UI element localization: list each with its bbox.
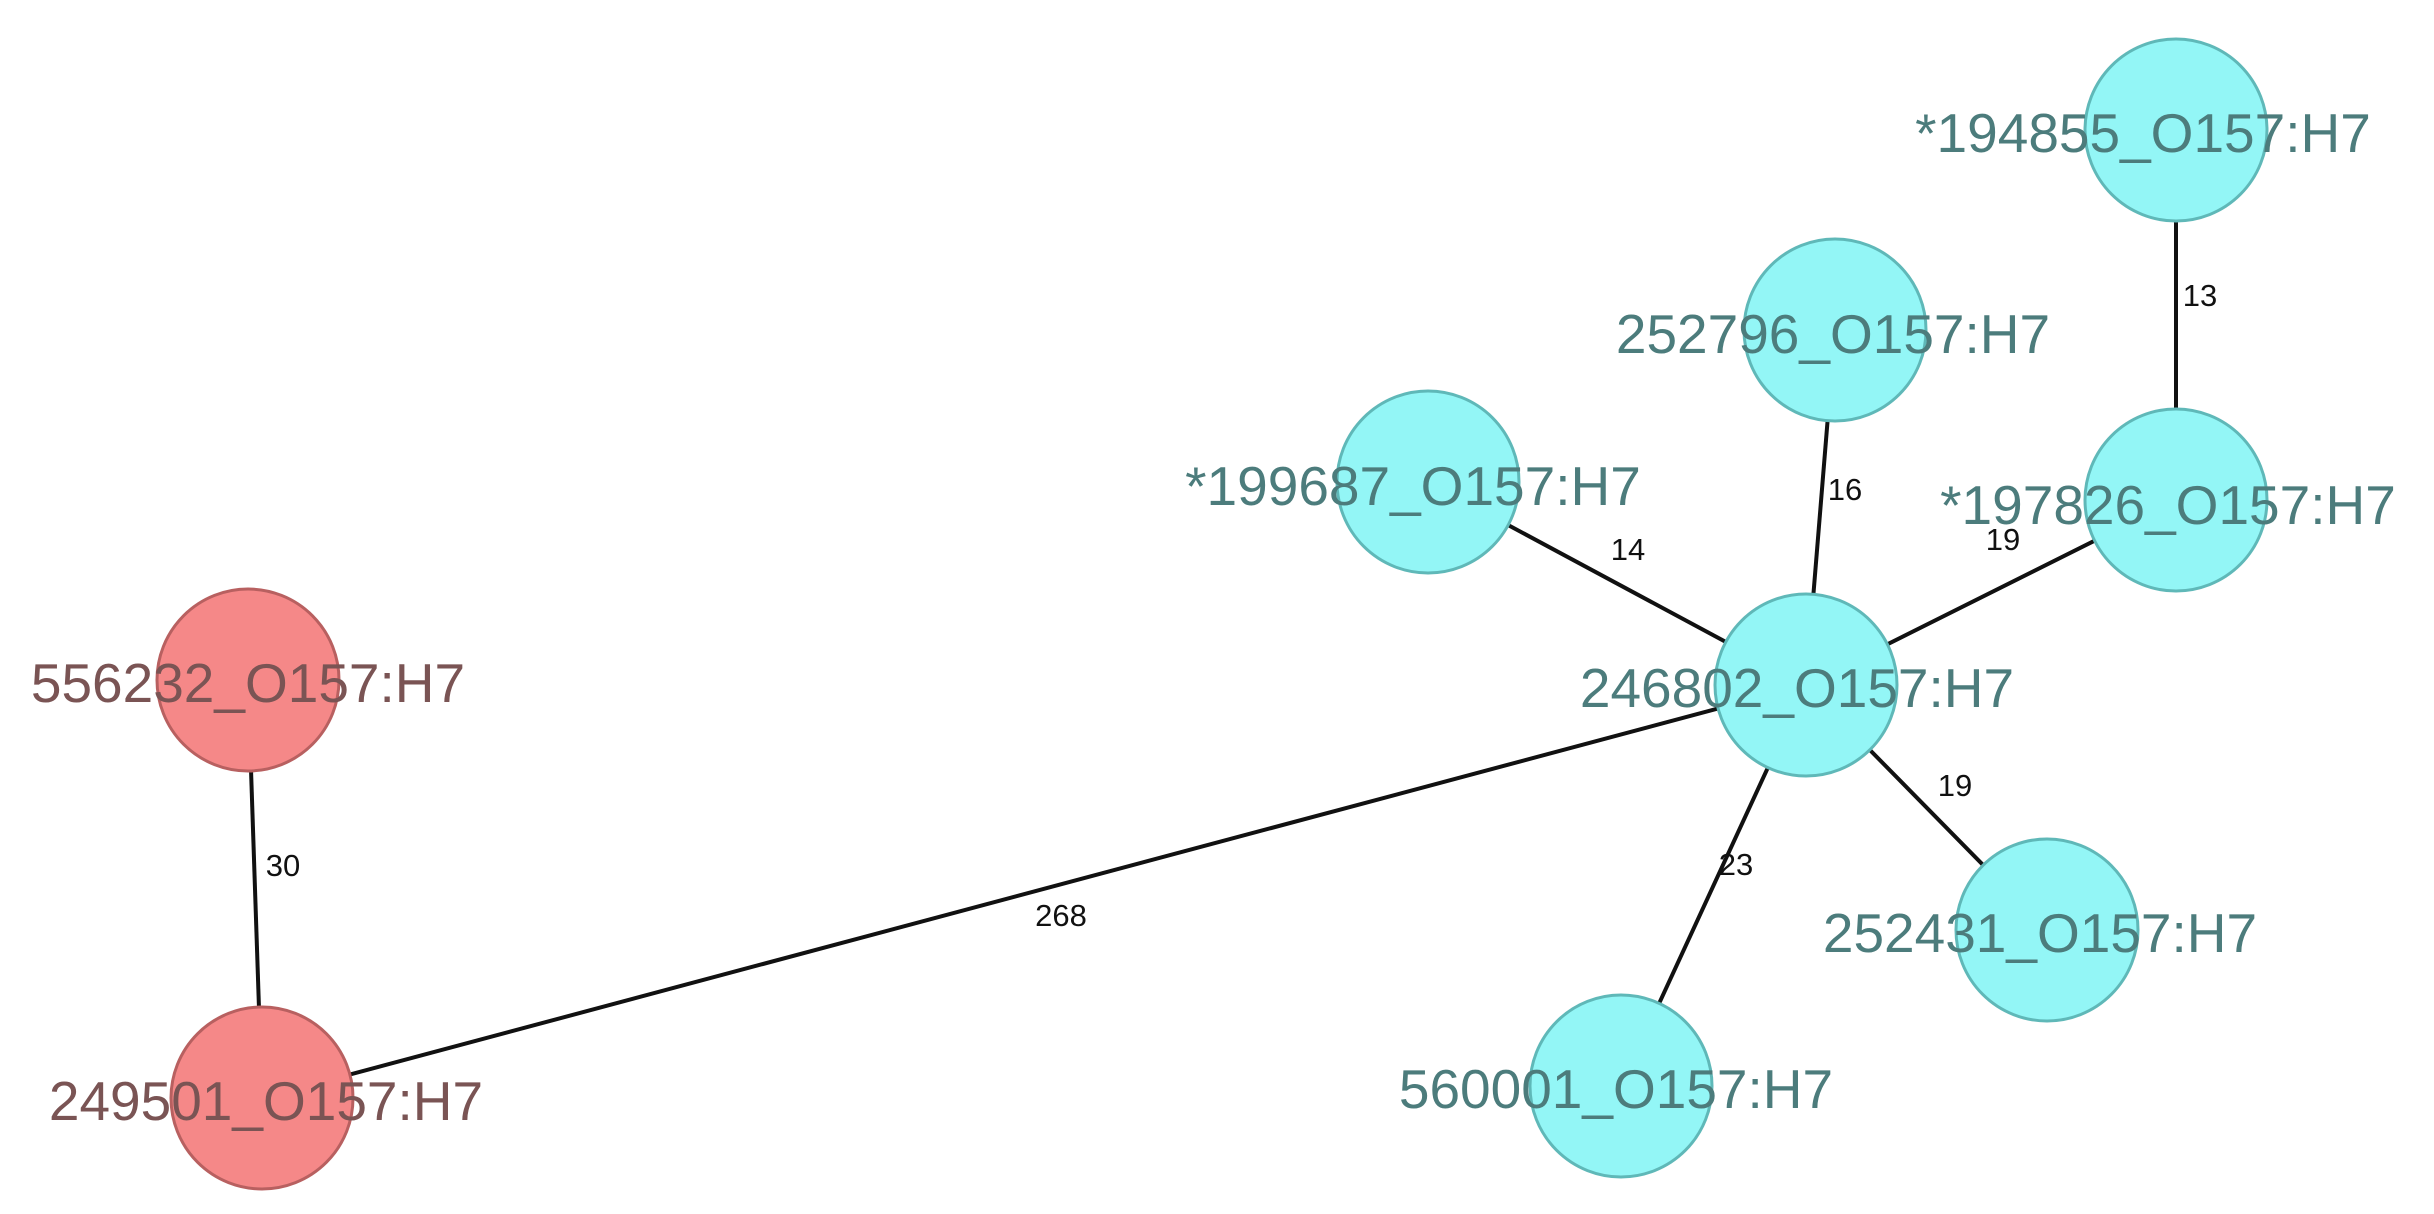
node-circle[interactable] (1742, 237, 1928, 423)
node-252431[interactable]: 252431_O157:H7 (1823, 837, 2257, 1023)
node-label: 249501_O157:H7 (49, 1070, 483, 1132)
edge-weight-label: 13 (2183, 278, 2217, 313)
node-label: *197826_O157:H7 (1940, 474, 2396, 536)
node-246802[interactable]: 246802_O157:H7 (1580, 592, 2014, 778)
node-199687[interactable]: *199687_O157:H7 (1185, 389, 1641, 575)
edge-weight-label: 268 (1035, 898, 1087, 933)
node-197826[interactable]: *197826_O157:H7 (1940, 407, 2396, 593)
node-label: *199687_O157:H7 (1185, 455, 1641, 517)
node-label: 252796_O157:H7 (1616, 303, 2050, 365)
edge-weight-label: 16 (1828, 472, 1862, 507)
node-circle[interactable] (155, 587, 341, 773)
node-circle[interactable] (1954, 837, 2140, 1023)
node-circle[interactable] (1528, 993, 1714, 1179)
node-label: 246802_O157:H7 (1580, 657, 2014, 719)
node-252796[interactable]: 252796_O157:H7 (1616, 237, 2050, 423)
node-circle[interactable] (169, 1005, 355, 1191)
edge-weight-label: 14 (1611, 532, 1645, 567)
node-556232[interactable]: 556232_O157:H7 (31, 587, 465, 773)
node-label: *194855_O157:H7 (1915, 102, 2371, 164)
edge-weight-label: 19 (1986, 522, 2020, 557)
edge-weight-label: 23 (1719, 847, 1753, 882)
node-label: 560001_O157:H7 (1399, 1058, 1833, 1120)
node-label: 556232_O157:H7 (31, 652, 465, 714)
edge-line (261, 683, 1807, 1100)
edge-n246802-n249501 (261, 683, 1807, 1100)
nodes-layer: *194855_O157:H7 252796_O157:H7 *199687_O15… (31, 37, 2396, 1191)
node-circle[interactable] (1713, 592, 1899, 778)
node-circle[interactable] (2083, 37, 2269, 223)
edge-weight-label: 30 (266, 848, 300, 883)
node-249501[interactable]: 249501_O157:H7 (49, 1005, 483, 1191)
node-560001[interactable]: 560001_O157:H7 (1399, 993, 1833, 1179)
edge-weight-label: 19 (1938, 768, 1972, 803)
node-194855[interactable]: *194855_O157:H7 (1915, 37, 2371, 223)
node-circle[interactable] (1335, 389, 1521, 575)
node-circle[interactable] (2083, 407, 2269, 593)
node-label: 252431_O157:H7 (1823, 902, 2257, 964)
